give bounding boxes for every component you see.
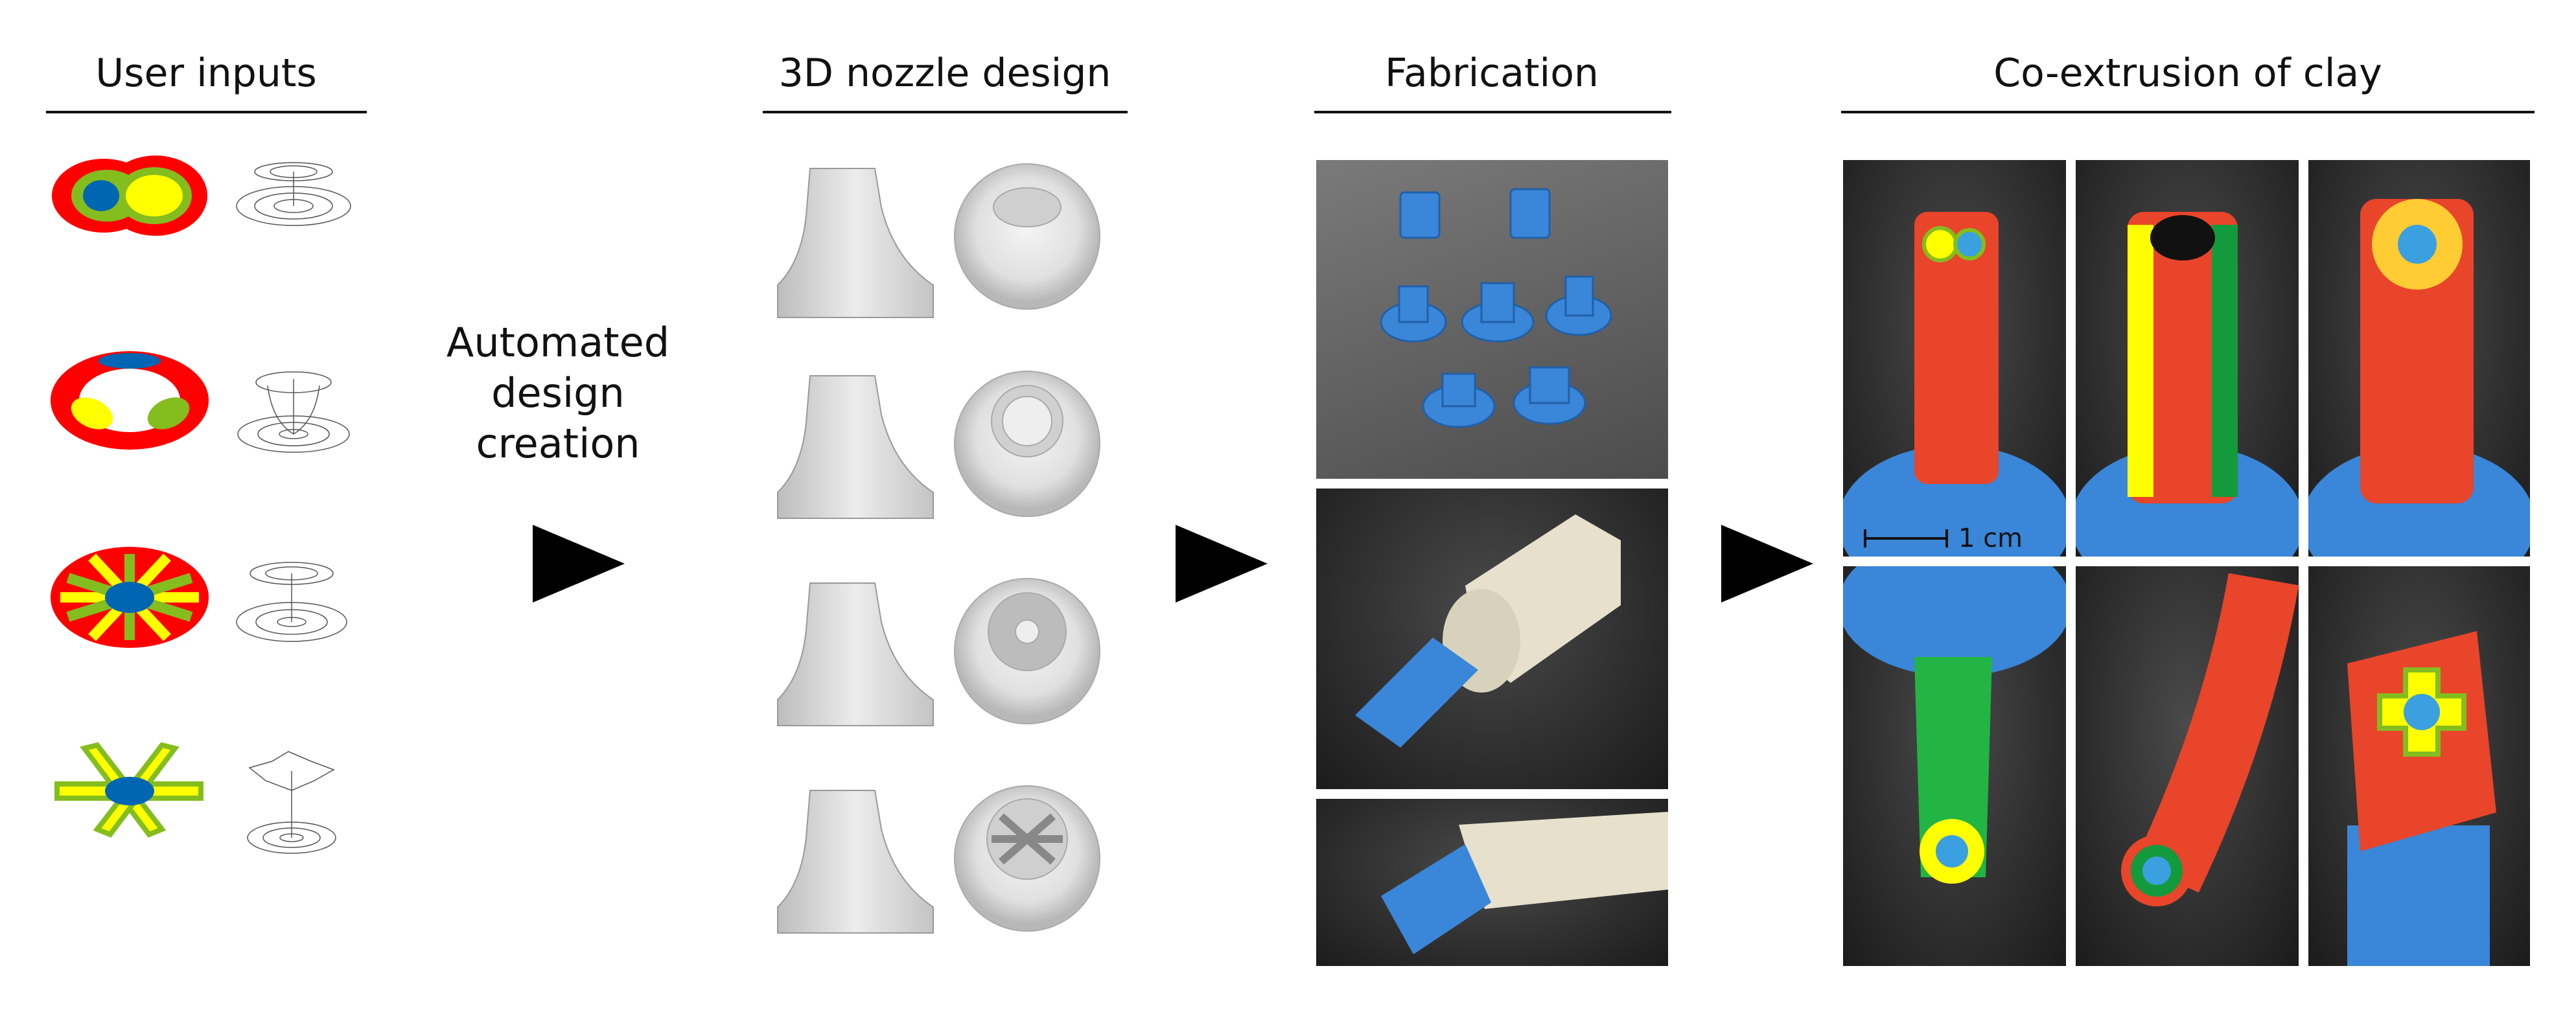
section-title-nozzle-design: 3D nozzle design: [778, 51, 1111, 96]
arrow-icon: [1721, 525, 1813, 603]
star-shape: [54, 742, 203, 838]
nozzle-assembly-illustration: [1355, 514, 1621, 748]
ring-shape: [51, 351, 209, 450]
layer-contour-diagrams: [236, 162, 351, 854]
user-input-shapes: [51, 155, 351, 854]
arrow-icon: [1176, 525, 1268, 603]
section-title-fabrication: Fabrication: [1385, 51, 1599, 96]
two-lobe-shape: [52, 155, 207, 236]
spoke-shape: [51, 547, 209, 648]
scale-bar: 1 cm: [1864, 523, 2023, 553]
divider: [1841, 111, 2535, 113]
automated-design-label: Automated design creation: [447, 317, 669, 469]
scale-bar-label: 1 cm: [1958, 523, 2023, 553]
section-title-user-inputs: User inputs: [95, 51, 317, 96]
nozzle-section-views: [777, 168, 934, 934]
label-line: creation: [476, 420, 640, 467]
printed-nozzles-illustration: [1380, 188, 1612, 428]
photo-nozzle-assembly: [1316, 489, 1668, 789]
photo-printed-nozzles: [1316, 160, 1668, 479]
nozzle-attached-illustration: [1381, 812, 1668, 954]
photo-extrusion-star: [1843, 566, 2066, 966]
nozzle-renders: [777, 163, 1100, 934]
divider: [763, 111, 1128, 113]
photo-extrusion-bent: [2076, 566, 2299, 966]
nozzle-top-views: [954, 163, 1100, 932]
photo-extrusion-two-lobe: [1843, 160, 2066, 557]
arrow-icon: [533, 525, 625, 603]
divider: [46, 111, 367, 113]
photo-extrusion-ring: [2076, 160, 2299, 557]
photo-extrusion-spokes: [2308, 160, 2530, 557]
scale-bar-line: [1864, 529, 1948, 547]
label-line: design: [491, 369, 625, 417]
label-line: Automated: [446, 319, 670, 366]
photo-nozzle-attached: [1316, 799, 1668, 966]
section-title-coextrusion: Co-extrusion of clay: [1993, 51, 2382, 96]
divider: [1314, 111, 1671, 113]
photo-extrusion-cross: [2308, 566, 2530, 966]
